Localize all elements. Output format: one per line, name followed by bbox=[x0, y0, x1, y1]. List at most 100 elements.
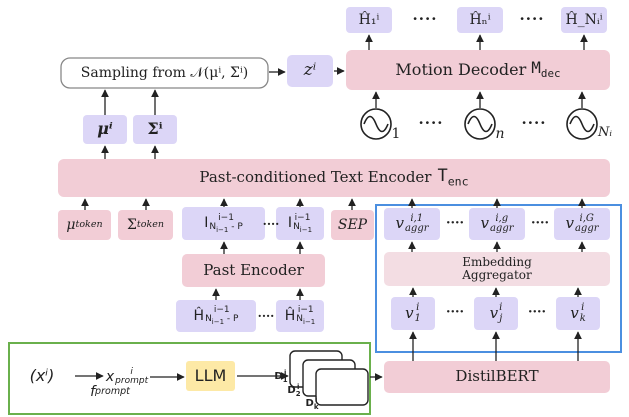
doc-k-sub: k bbox=[313, 403, 319, 411]
motion-decoder-label: Motion Decoder Mdec bbox=[346, 50, 610, 90]
past-token-2-main: I bbox=[287, 215, 293, 232]
output-label-n: Ĥₙⁱ bbox=[469, 11, 491, 28]
embedding-k-sub: k bbox=[579, 312, 586, 324]
text-encoder-text: Past-conditioned Text Encoder bbox=[199, 168, 432, 187]
embedding-dots-2: ···· bbox=[527, 305, 547, 321]
output-label-1: Ĥ₁ⁱ bbox=[358, 11, 380, 28]
embedding-1-scripts: i 1 bbox=[414, 302, 421, 324]
motion-decoder-box bbox=[346, 50, 610, 90]
aggr-token-g-scripts: i,g aggr bbox=[489, 212, 514, 235]
embedding-aggregator-line1: Embedding bbox=[462, 255, 532, 270]
noise-circles bbox=[360, 108, 598, 140]
embedding-dots-1: ···· bbox=[445, 305, 465, 321]
embedding-j-scripts: i j bbox=[499, 302, 503, 324]
past-token-1-tail: - P bbox=[228, 221, 243, 232]
past-token-1-sub: N bbox=[209, 221, 217, 232]
past-token-label-1: I i−1 Ni−1 - P bbox=[182, 207, 265, 240]
past-input-1-subsub: i−1 bbox=[211, 317, 225, 326]
aggr-token-G-scripts: i,G aggr bbox=[574, 212, 599, 235]
past-token-2-subwrap: Ni−1 bbox=[293, 221, 312, 234]
noise-sub-1: 1 bbox=[391, 125, 401, 142]
past-token-2-sub: N bbox=[293, 221, 300, 232]
aggr-token-G-sub: aggr bbox=[574, 223, 599, 234]
aggr-token-G-main: v bbox=[565, 214, 574, 233]
motion-decoder-text: Motion Decoder bbox=[395, 59, 527, 79]
noise-sub-n: n bbox=[495, 125, 505, 142]
x-prompt-sub: prompt bbox=[115, 376, 149, 386]
doc-1-sub: 1 bbox=[282, 376, 288, 384]
aggr-token-1-sup: i,1 bbox=[410, 212, 424, 224]
f-prompt-sub: prompt bbox=[95, 386, 130, 397]
doc-1-main: D bbox=[274, 370, 283, 382]
aggr-token-g-sub: aggr bbox=[489, 223, 514, 234]
embedding-aggregator-label: Embedding Aggregator bbox=[384, 252, 610, 286]
past-input-2-subsub: i−1 bbox=[303, 317, 316, 326]
doc-2-sup: i bbox=[296, 383, 300, 391]
aggr-dots-2: ···· bbox=[530, 216, 550, 232]
doc-1-sup: i bbox=[283, 369, 287, 377]
x-prompt-label: x i prompt bbox=[102, 364, 152, 390]
embedding-label-k: v i k bbox=[556, 297, 600, 330]
motion-decoder-symbol-main: M bbox=[531, 58, 541, 78]
f-prompt-main: f bbox=[90, 383, 96, 400]
sampling-label: Sampling from 𝒩(μⁱ, Σⁱ) bbox=[80, 64, 249, 81]
aggr-token-G-sup: i,G bbox=[579, 212, 594, 224]
z-label: zⁱ bbox=[303, 60, 317, 81]
embedding-j-sup: i bbox=[499, 302, 503, 313]
aggr-token-label-1: v i,1 aggr bbox=[384, 208, 440, 240]
embedding-aggregator-box bbox=[384, 252, 610, 286]
past-input-dots: ···· bbox=[257, 308, 275, 323]
output-box-n bbox=[457, 7, 503, 33]
sigma-token-sub: token bbox=[136, 219, 164, 230]
x-prompt-scripts: i prompt bbox=[115, 367, 149, 387]
doc-k-main: D bbox=[305, 397, 314, 409]
past-input-label-1: Ĥ i−1 Ni−1 - P bbox=[176, 300, 256, 332]
text-encoder-symbol: Tenc bbox=[437, 167, 468, 188]
mu-token-main: μ bbox=[66, 216, 76, 233]
embedding-k-scripts: i k bbox=[579, 302, 586, 324]
aggr-token-1-scripts: i,1 aggr bbox=[405, 212, 429, 235]
embedding-box-1 bbox=[391, 297, 435, 330]
noise-dots-2: ···· bbox=[521, 114, 547, 133]
doc-2-main: D bbox=[287, 384, 296, 396]
past-input-box-1 bbox=[176, 300, 256, 332]
llm-label: LLM bbox=[194, 365, 227, 385]
past-token-1-subwrap: Ni−1 - P bbox=[209, 221, 243, 234]
past-encoder-label: Past Encoder bbox=[203, 260, 304, 279]
embedding-1-sub: 1 bbox=[414, 312, 421, 324]
past-input-2-main: Ĥ bbox=[284, 307, 296, 324]
output-label-Ni: Ĥ_Nᵢⁱ bbox=[565, 11, 603, 28]
past-token-box-2 bbox=[276, 207, 324, 240]
embedding-k-sup: i bbox=[581, 302, 585, 313]
aggr-token-g-sup: i,g bbox=[495, 212, 509, 224]
arrows bbox=[75, 34, 588, 381]
distilbert-box bbox=[384, 361, 610, 393]
embedding-j-sub: j bbox=[499, 312, 503, 324]
mu-box bbox=[83, 115, 127, 144]
sampling-box bbox=[60, 57, 269, 89]
aggr-token-box-1 bbox=[384, 208, 440, 240]
sigma-token-box bbox=[118, 210, 173, 240]
past-token-box-1 bbox=[182, 207, 265, 240]
aggr-token-box-G bbox=[554, 208, 610, 240]
past-input-1-scripts: i−1 Ni−1 - P bbox=[205, 306, 238, 326]
aggr-token-label-G: v i,G aggr bbox=[554, 208, 610, 240]
sep-token-label: SEP bbox=[337, 216, 368, 233]
past-encoder-box bbox=[182, 254, 325, 287]
output-dots-1: ···· bbox=[412, 10, 438, 29]
past-input-label-2: Ĥ i−1 Ni−1 bbox=[276, 300, 324, 332]
past-token-1-main: I bbox=[204, 215, 209, 232]
embedding-1-sup: i bbox=[416, 302, 420, 313]
input-x-label: (xⁱ) bbox=[29, 365, 55, 385]
sigma-box bbox=[133, 115, 177, 144]
x-prompt-main: x bbox=[105, 368, 115, 385]
past-input-box-2 bbox=[276, 300, 324, 332]
past-input-2-sup: i−1 bbox=[297, 305, 314, 316]
